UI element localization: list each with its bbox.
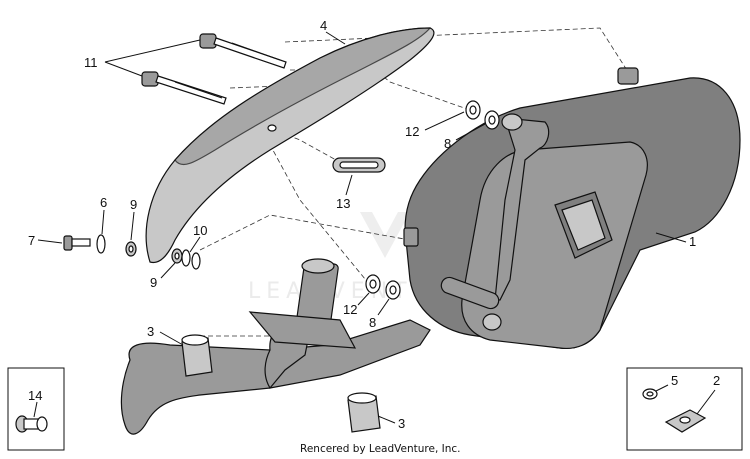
- screw-7: [63, 235, 91, 251]
- callout-labels: 11 4 12 8 13 1 7 6 9 9 10 12 8 3 3 14 5 …: [28, 18, 720, 431]
- inset-box-2-5: [626, 367, 743, 451]
- clamp-3-upper: [181, 334, 213, 377]
- callout-8-upper: 8: [444, 136, 451, 151]
- callout-5: 5: [671, 373, 678, 388]
- callout-11: 11: [84, 55, 98, 70]
- callout-7: 7: [28, 233, 35, 248]
- callout-3-upper: 3: [147, 324, 154, 339]
- callout-4: 4: [320, 18, 327, 33]
- leader-lines: [33, 31, 716, 424]
- washer-set-lower: [365, 274, 401, 300]
- clamp-3-lower: [347, 392, 381, 433]
- callout-12-upper: 12: [405, 124, 419, 139]
- bolt-upper: [199, 33, 287, 69]
- washer-set-upper: [465, 100, 500, 130]
- grommet-9-lower: [171, 248, 183, 264]
- callout-3-lower: 3: [398, 416, 405, 431]
- rubber-ring: [332, 157, 386, 173]
- callout-8-lower: 8: [369, 315, 376, 330]
- washer-6: [96, 234, 106, 254]
- grommet-9-upper: [125, 241, 137, 257]
- callout-9-upper: 9: [130, 197, 137, 212]
- silencer: [403, 67, 741, 350]
- callout-12-lower: 12: [343, 302, 357, 317]
- callout-9-lower: 9: [150, 275, 157, 290]
- washer-10: [181, 249, 201, 270]
- callout-1: 1: [689, 234, 696, 249]
- callout-10: 10: [193, 223, 207, 238]
- callout-14: 14: [28, 388, 42, 403]
- bolt-lower: [141, 71, 227, 105]
- callout-6: 6: [100, 195, 107, 210]
- callout-13: 13: [336, 196, 350, 211]
- callout-2: 2: [713, 373, 720, 388]
- heat-shield: [145, 27, 435, 264]
- render-credit: Rencered by LeadVenture, Inc.: [300, 443, 461, 455]
